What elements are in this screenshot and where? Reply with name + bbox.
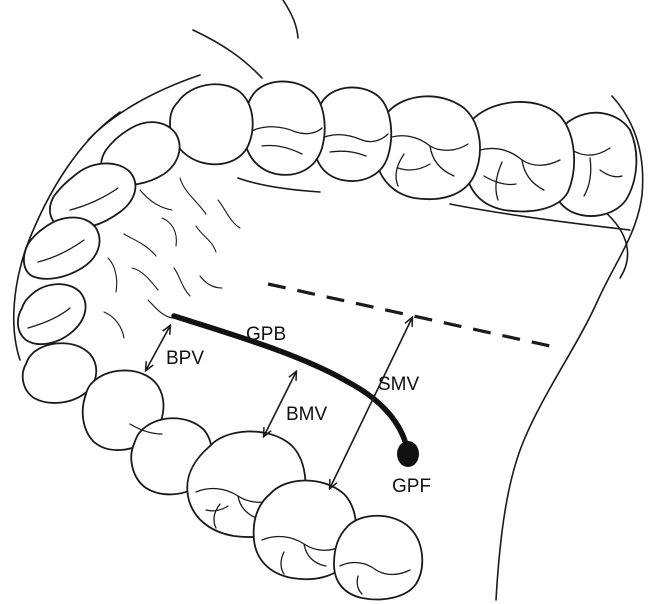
lower-molar-3-tooth <box>334 516 422 600</box>
gpf-label: GPF <box>392 476 431 497</box>
reference-dashed-line <box>268 284 550 346</box>
palate-boundary-upper <box>238 178 320 192</box>
cheek-contour-line <box>193 30 262 78</box>
bmv-label: BMV <box>286 404 328 425</box>
upper-canine-tooth <box>170 84 253 164</box>
smv-label: SMV <box>378 374 420 395</box>
greater-palatine-foramen-dot <box>397 441 419 467</box>
lip-contour-line <box>283 0 298 38</box>
bpv-label: BPV <box>166 348 204 369</box>
upper-premolar-2-tooth <box>314 87 391 181</box>
upper-molar-2-tooth <box>464 102 574 211</box>
lateral-incisor-left-tooth <box>18 284 86 344</box>
gpb-label: GPB <box>246 324 286 345</box>
